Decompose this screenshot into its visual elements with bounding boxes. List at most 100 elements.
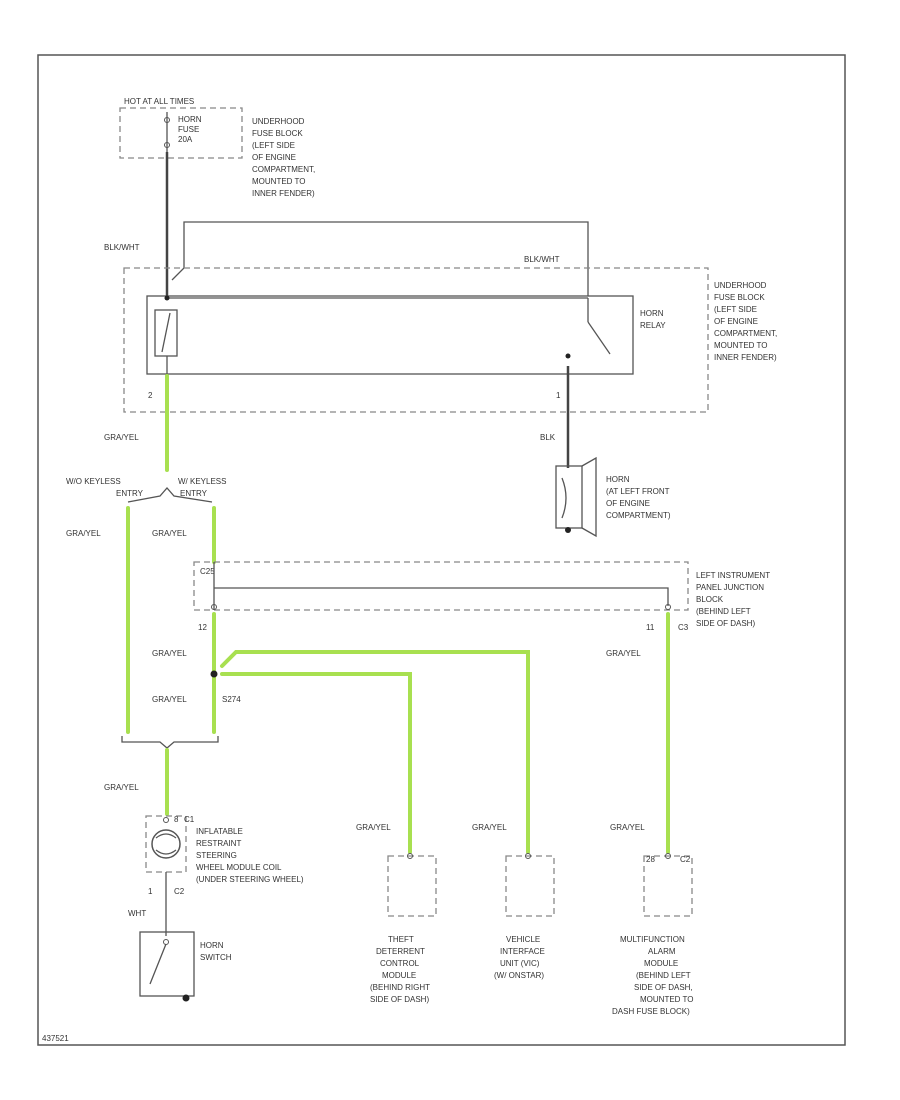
svg-text:VEHICLE: VEHICLE (506, 935, 540, 944)
splice-s274-dot (210, 670, 218, 678)
horn-switch-label: HORN SWITCH (200, 941, 232, 962)
diagram-id: 437521 (42, 1034, 69, 1043)
fuse-icon (164, 112, 170, 152)
svg-text:OF ENGINE: OF ENGINE (606, 499, 650, 508)
svg-text:(W/ ONSTAR): (W/ ONSTAR) (494, 971, 544, 980)
horn-icon (555, 456, 597, 538)
svg-text:MODULE: MODULE (644, 959, 678, 968)
svg-text:(UNDER STEERING WHEEL): (UNDER STEERING WHEEL) (196, 875, 304, 884)
wire-label-gra-yel-relay: GRA/YEL (104, 433, 139, 442)
clockspring-pin-1: 1 (148, 887, 153, 896)
svg-text:MOUNTED TO: MOUNTED TO (714, 341, 767, 350)
clockspring-label: INFLATABLE RESTRAINT STEERING WHEEL MODU… (196, 827, 304, 884)
svg-text:HORN: HORN (606, 475, 630, 484)
junction-connector-c25: C25 (200, 567, 215, 576)
svg-text:FUSE BLOCK: FUSE BLOCK (252, 129, 303, 138)
splice-s274-label: S274 (222, 695, 241, 704)
hot-at-all-times-label: HOT AT ALL TIMES (124, 97, 194, 106)
svg-text:MOUNTED TO: MOUNTED TO (252, 177, 305, 186)
wire-green-to-theft (220, 672, 412, 854)
svg-text:LEFT INSTRUMENT: LEFT INSTRUMENT (696, 571, 770, 580)
junction-pin-12: 12 (198, 623, 207, 632)
vic-module-box (505, 855, 555, 917)
junction-label: LEFT INSTRUMENT PANEL JUNCTION BLOCK (BE… (696, 571, 770, 628)
horn-relay-box (146, 295, 634, 375)
mfa-pin-28: 28 (646, 855, 655, 864)
wire-label-gra-yel-left: GRA/YEL (66, 529, 101, 538)
fuse-location: UNDERHOOD FUSE BLOCK (LEFT SIDE OF ENGIN… (252, 117, 315, 198)
relay-switch-icon (565, 298, 611, 359)
svg-text:RELAY: RELAY (640, 321, 666, 330)
wire-label-gra-yel-theft: GRA/YEL (356, 823, 391, 832)
svg-text:INNER FENDER): INNER FENDER) (714, 353, 777, 362)
svg-text:SIDE OF DASH): SIDE OF DASH) (370, 995, 429, 1004)
svg-text:(BEHIND LEFT: (BEHIND LEFT (636, 971, 691, 980)
wire-label-gra-yel-lower: GRA/YEL (104, 783, 139, 792)
svg-text:OF ENGINE: OF ENGINE (252, 153, 296, 162)
svg-text:SIDE OF DASH): SIDE OF DASH) (696, 619, 755, 628)
svg-text:MULTIFUNCTION: MULTIFUNCTION (620, 935, 685, 944)
svg-text:(BEHIND RIGHT: (BEHIND RIGHT (370, 983, 430, 992)
junction-bus (214, 587, 669, 606)
svg-text:DASH FUSE BLOCK): DASH FUSE BLOCK) (612, 1007, 690, 1016)
svg-text:MOUNTED TO: MOUNTED TO (640, 995, 693, 1004)
svg-text:UNDERHOOD: UNDERHOOD (252, 117, 305, 126)
diagram-frame (37, 54, 846, 1046)
relay-pin-2: 2 (148, 391, 153, 400)
wire-green-to-vic (220, 650, 530, 854)
svg-text:INNER FENDER): INNER FENDER) (252, 189, 315, 198)
clockspring-icon (145, 815, 187, 873)
svg-text:THEFT: THEFT (388, 935, 414, 944)
svg-text:ENTRY: ENTRY (180, 489, 208, 498)
svg-text:SIDE OF DASH,: SIDE OF DASH, (634, 983, 693, 992)
svg-text:ENTRY: ENTRY (116, 489, 144, 498)
clockspring-connector-c2: C2 (174, 887, 185, 896)
theft-module-box (387, 855, 437, 917)
svg-text:COMPARTMENT,: COMPARTMENT, (714, 329, 777, 338)
underhood-fuse-box-top (119, 107, 243, 159)
clockspring-connector-c1: C1 (184, 815, 195, 824)
svg-text:STEERING: STEERING (196, 851, 237, 860)
wire-label-gra-yel-vic: GRA/YEL (472, 823, 507, 832)
svg-text:FUSE: FUSE (178, 125, 199, 134)
wire-label-gra-yel-mid: GRA/YEL (152, 529, 187, 538)
mfa-module-label: MULTIFUNCTION ALARM MODULE (BEHIND LEFT … (612, 935, 693, 1016)
svg-text:ALARM: ALARM (648, 947, 676, 956)
svg-text:MODULE: MODULE (382, 971, 416, 980)
svg-text:HORN: HORN (178, 115, 202, 124)
wire-relay-feed-loop (171, 221, 589, 296)
clockspring-pin-8: 8 (174, 815, 179, 824)
svg-text:COMPARTMENT,: COMPARTMENT, (252, 165, 315, 174)
svg-text:PANEL JUNCTION: PANEL JUNCTION (696, 583, 764, 592)
keyless-options: W/O KEYLESS ENTRY W/ KEYLESS ENTRY (66, 477, 226, 503)
svg-text:COMPARTMENT): COMPARTMENT) (606, 511, 671, 520)
relay-coil-icon (154, 295, 588, 376)
left-ip-junction-block (193, 561, 689, 611)
relay-name: HORN RELAY (640, 309, 666, 330)
svg-text:OF ENGINE: OF ENGINE (714, 317, 758, 326)
theft-module-label: THEFT DETERRENT CONTROL MODULE (BEHIND R… (370, 935, 430, 1004)
svg-text:DETERRENT: DETERRENT (376, 947, 425, 956)
relay-location: UNDERHOOD FUSE BLOCK (LEFT SIDE OF ENGIN… (714, 281, 777, 362)
svg-text:FUSE BLOCK: FUSE BLOCK (714, 293, 765, 302)
wire-label-gra-yel-11: GRA/YEL (606, 649, 641, 658)
with-keyless-label: W/ KEYLESS (178, 477, 226, 486)
svg-text:WHEEL MODULE COIL: WHEEL MODULE COIL (196, 863, 282, 872)
without-keyless-label: W/O KEYLESS (66, 477, 121, 486)
wire-label-blk-wht-left: BLK/WHT (104, 243, 140, 252)
wire-label-gra-yel-12: GRA/YEL (152, 649, 187, 658)
svg-text:INFLATABLE: INFLATABLE (196, 827, 243, 836)
svg-text:HORN: HORN (200, 941, 224, 950)
wire-label-gra-yel-s274: GRA/YEL (152, 695, 187, 704)
svg-text:BLOCK: BLOCK (696, 595, 724, 604)
svg-text:(AT LEFT FRONT: (AT LEFT FRONT (606, 487, 670, 496)
relay-pin-1: 1 (556, 391, 561, 400)
wire-label-gra-yel-mfa: GRA/YEL (610, 823, 645, 832)
wire-label-blk-wht-right: BLK/WHT (524, 255, 560, 264)
svg-text:HORN: HORN (640, 309, 664, 318)
junction-connector-c3: C3 (678, 623, 689, 632)
underhood-fuse-box-relay (123, 267, 709, 413)
keyless-merge-bracket (121, 736, 219, 749)
svg-text:20A: 20A (178, 135, 193, 144)
